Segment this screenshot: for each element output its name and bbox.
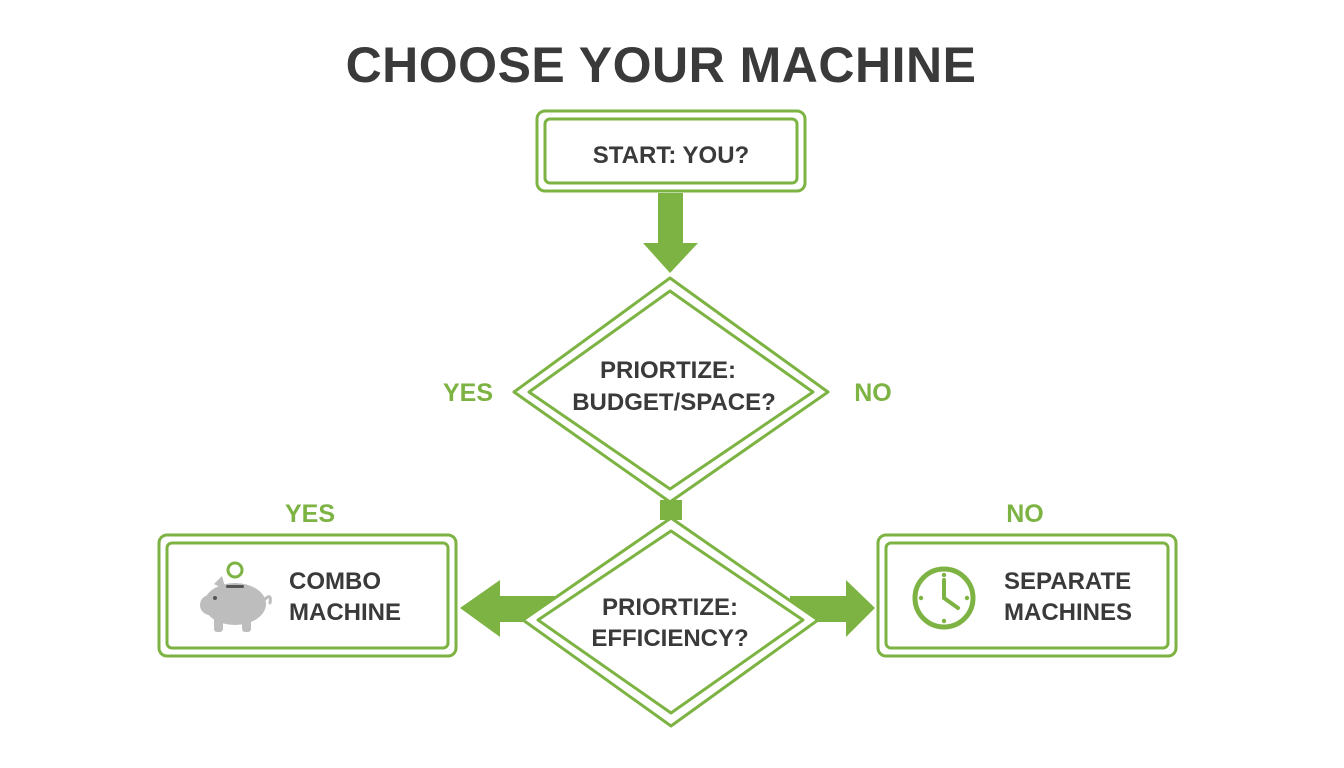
combo-machine-line1: COMBO (289, 568, 381, 595)
separate-machines-node: SEPARATE MACHINES (876, 533, 1178, 658)
decision-budget-line1: PRIORTIZE: (600, 357, 736, 384)
arrow-down (643, 193, 698, 273)
clock-icon (912, 566, 976, 630)
combo-machine-node: COMBO MACHINE (157, 533, 458, 658)
separate-machines-line1: SEPARATE (1004, 568, 1131, 595)
combo-machine-line2: MACHINE (289, 599, 401, 626)
diamond-connector (660, 500, 682, 520)
start-node: START: YOU? (535, 109, 807, 193)
page-title: CHOOSE YOUR MACHINE (346, 37, 977, 93)
decision-efficiency-node: PRIORTIZE: EFFICIENCY? (521, 516, 820, 728)
start-node-label: START: YOU? (593, 142, 749, 169)
decision-budget-node: PRIORTIZE: BUDGET/SPACE? (512, 276, 830, 504)
budget-yes-label: YES (443, 379, 493, 407)
budget-no-label: NO (854, 379, 892, 407)
separate-machines-line2: MACHINES (1004, 599, 1132, 626)
decision-efficiency-line2: EFFICIENCY? (591, 625, 748, 652)
combo-yes-label: YES (285, 500, 335, 528)
decision-efficiency-line1: PRIORTIZE: (602, 594, 738, 621)
decision-budget-line2: BUDGET/SPACE? (572, 389, 776, 416)
piggy-bank-icon (200, 561, 272, 632)
separate-no-label: NO (1006, 500, 1044, 528)
